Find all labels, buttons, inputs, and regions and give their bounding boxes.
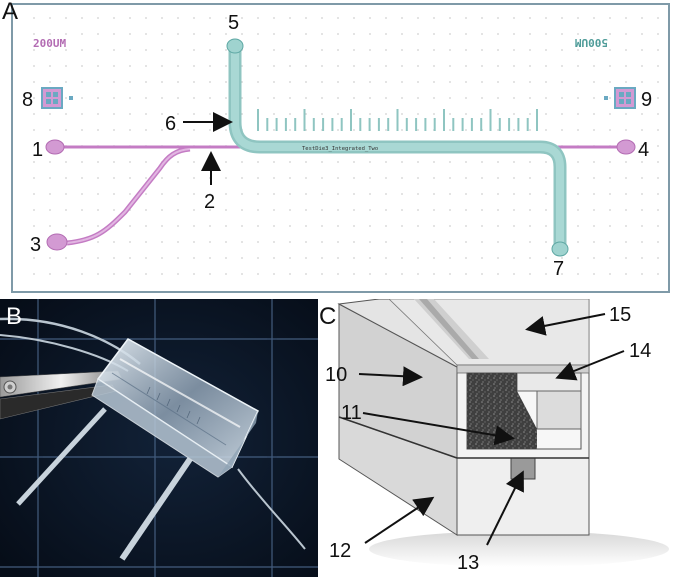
callout-14: 14 [629, 340, 651, 362]
callout-7: 7 [553, 258, 564, 280]
pink-channel [45, 139, 636, 251]
glass-chip [91, 338, 259, 478]
panel-letter-c: C [319, 303, 337, 330]
teal-channel: TestDie3_Integrated_Two [226, 38, 569, 257]
panel-c: 10 11 12 13 14 15 C [319, 298, 673, 577]
callout-8: 8 [22, 89, 33, 111]
arrow-12 [364, 496, 435, 544]
panel-a: 200UM 500UM TestDie3_Integrated_Two [2, 0, 670, 293]
panel-c-cross-section: 10 11 12 13 14 15 [325, 298, 669, 574]
callout-10: 10 [325, 364, 347, 386]
callout-13: 13 [457, 552, 479, 574]
device-label: TestDie3_Integrated_Two [302, 146, 378, 152]
callout-6: 6 [165, 113, 176, 135]
callout-1: 1 [32, 139, 43, 161]
panel-b: B [0, 299, 318, 577]
arrow-14 [555, 350, 625, 381]
port-5 [226, 38, 244, 54]
port-4 [616, 139, 636, 155]
alignment-mark-left [41, 87, 73, 109]
arrow-13 [486, 470, 524, 546]
callout-11: 11 [341, 402, 362, 424]
panel-b-photo [0, 299, 318, 577]
callout-12: 12 [329, 540, 351, 562]
callout-4: 4 [638, 139, 649, 161]
port-3 [46, 233, 68, 251]
port-7 [551, 241, 569, 257]
callout-9: 9 [641, 89, 652, 111]
scale-label-left: 200UM [33, 37, 66, 50]
cover-layer-15 [388, 298, 590, 374]
arrow-15 [525, 313, 606, 336]
ruler-ticks [257, 109, 538, 131]
channel-cavity [466, 372, 582, 450]
arrow-11 [362, 412, 515, 446]
panel-a-drawing: 200UM 500UM TestDie3_Integrated_Two [11, 3, 670, 293]
callout-2: 2 [204, 191, 215, 213]
panel-letter-b: B [6, 303, 23, 330]
callout-3: 3 [30, 234, 41, 256]
arrow-10 [358, 366, 423, 387]
scale-label-right: 500UM [575, 36, 608, 49]
sub-channel-13 [510, 457, 536, 480]
callout-5: 5 [228, 12, 239, 34]
sample-layer-11 [467, 373, 537, 449]
alignment-mark-right [604, 87, 636, 109]
port-1 [45, 139, 65, 155]
panel-letter-a: A [2, 0, 19, 25]
callout-15: 15 [609, 304, 631, 326]
